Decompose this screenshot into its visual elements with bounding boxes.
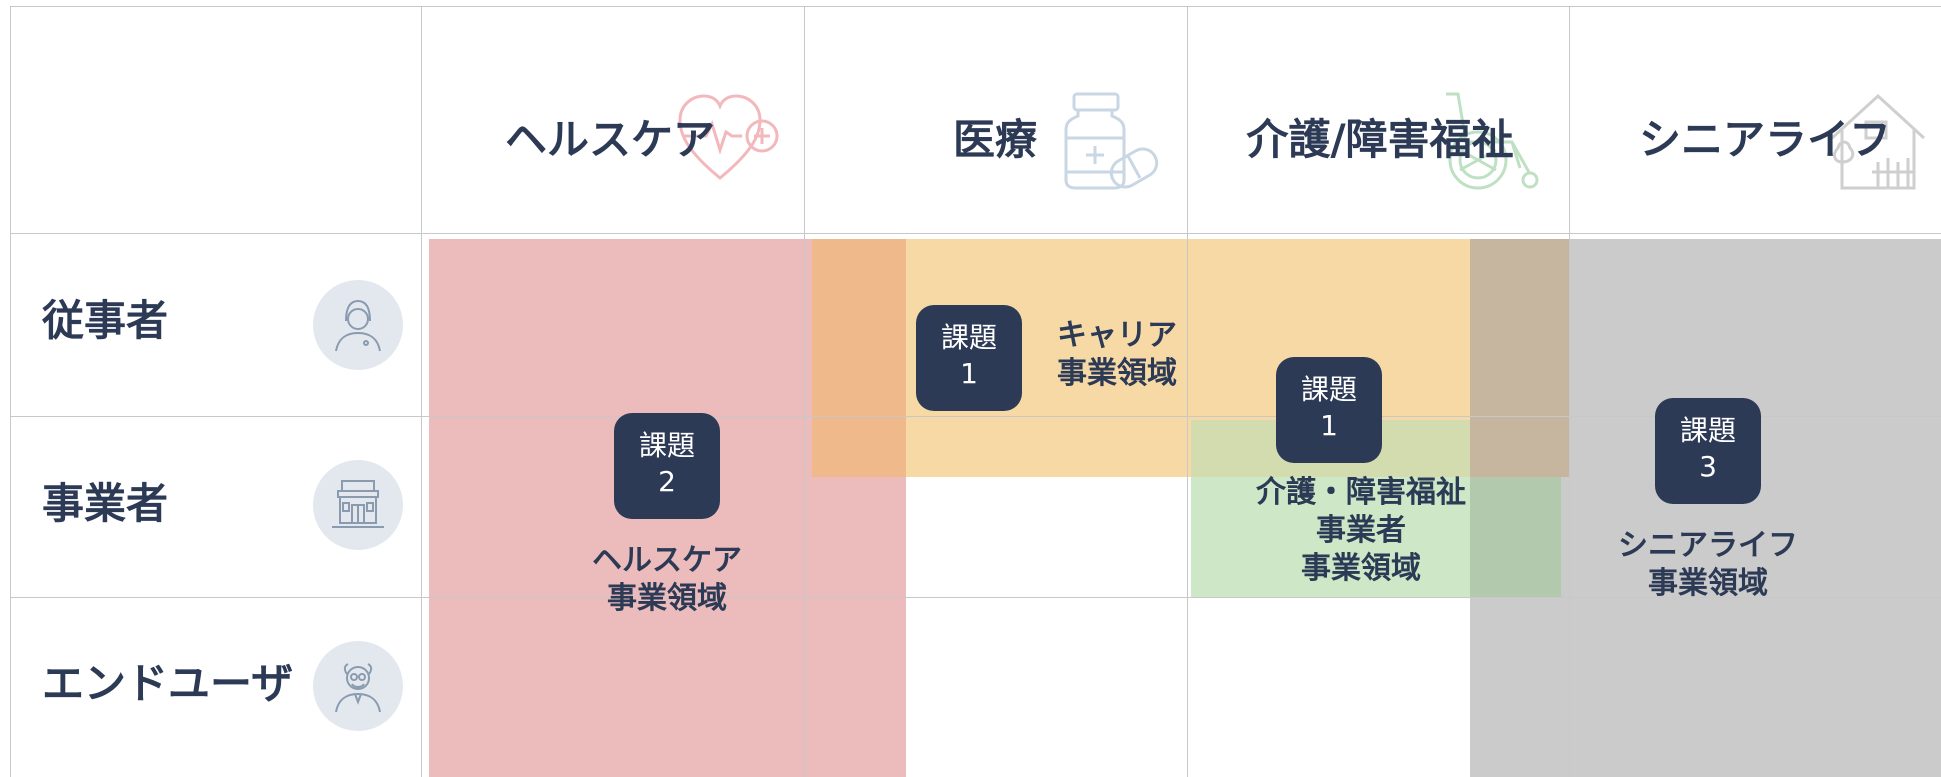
senior-care-overlap xyxy=(1470,477,1561,598)
grid-line-row-1 xyxy=(10,233,1941,234)
grid-line-top xyxy=(10,6,1941,7)
healthcare-region-label: ヘルスケア 事業領域 xyxy=(592,543,742,616)
senior-region-label: シニアライフ 事業領域 xyxy=(1618,528,1798,601)
building-icon xyxy=(313,460,403,550)
career-healthcare-overlap xyxy=(812,239,906,477)
grid-line-col-2 xyxy=(804,6,805,777)
issue-badge-career: 課題 1 xyxy=(916,305,1022,411)
grid-line-col-3 xyxy=(1187,6,1188,777)
column-header-medical: 医療 xyxy=(952,115,1037,164)
column-header-healthcare: ヘルスケア xyxy=(504,115,715,164)
row-header-business: 事業者 xyxy=(42,479,169,528)
column-header-care-welfare: 介護/障害福祉 xyxy=(1246,115,1514,164)
care-region-label: 介護・障害福祉 事業者 事業領域 xyxy=(1256,475,1466,586)
heart-pulse-icon xyxy=(676,92,786,191)
worker-avatar-icon xyxy=(313,280,403,370)
grid-line-col-1 xyxy=(421,6,422,777)
issue-badge-care: 課題 1 xyxy=(1276,357,1382,463)
house-icon xyxy=(1828,92,1928,196)
grid-line-row-2 xyxy=(10,416,1941,417)
grid-line-left xyxy=(10,6,11,777)
medicine-bottle-icon xyxy=(1062,92,1162,196)
grid-line-row-3 xyxy=(10,597,1941,598)
wheelchair-icon xyxy=(1440,90,1550,199)
row-header-end-user: エンドユーザ xyxy=(42,659,294,708)
column-header-senior-life: シニアライフ xyxy=(1638,115,1891,164)
elderly-avatar-icon xyxy=(313,641,403,731)
grid-line-col-4 xyxy=(1569,6,1570,777)
career-region-label: キャリア 事業領域 xyxy=(1057,318,1177,391)
issue-badge-senior: 課題 3 xyxy=(1655,398,1761,504)
senior-career-overlap xyxy=(1470,239,1569,477)
row-header-worker: 従事者 xyxy=(42,296,169,345)
issue-badge-healthcare: 課題 2 xyxy=(614,413,720,519)
